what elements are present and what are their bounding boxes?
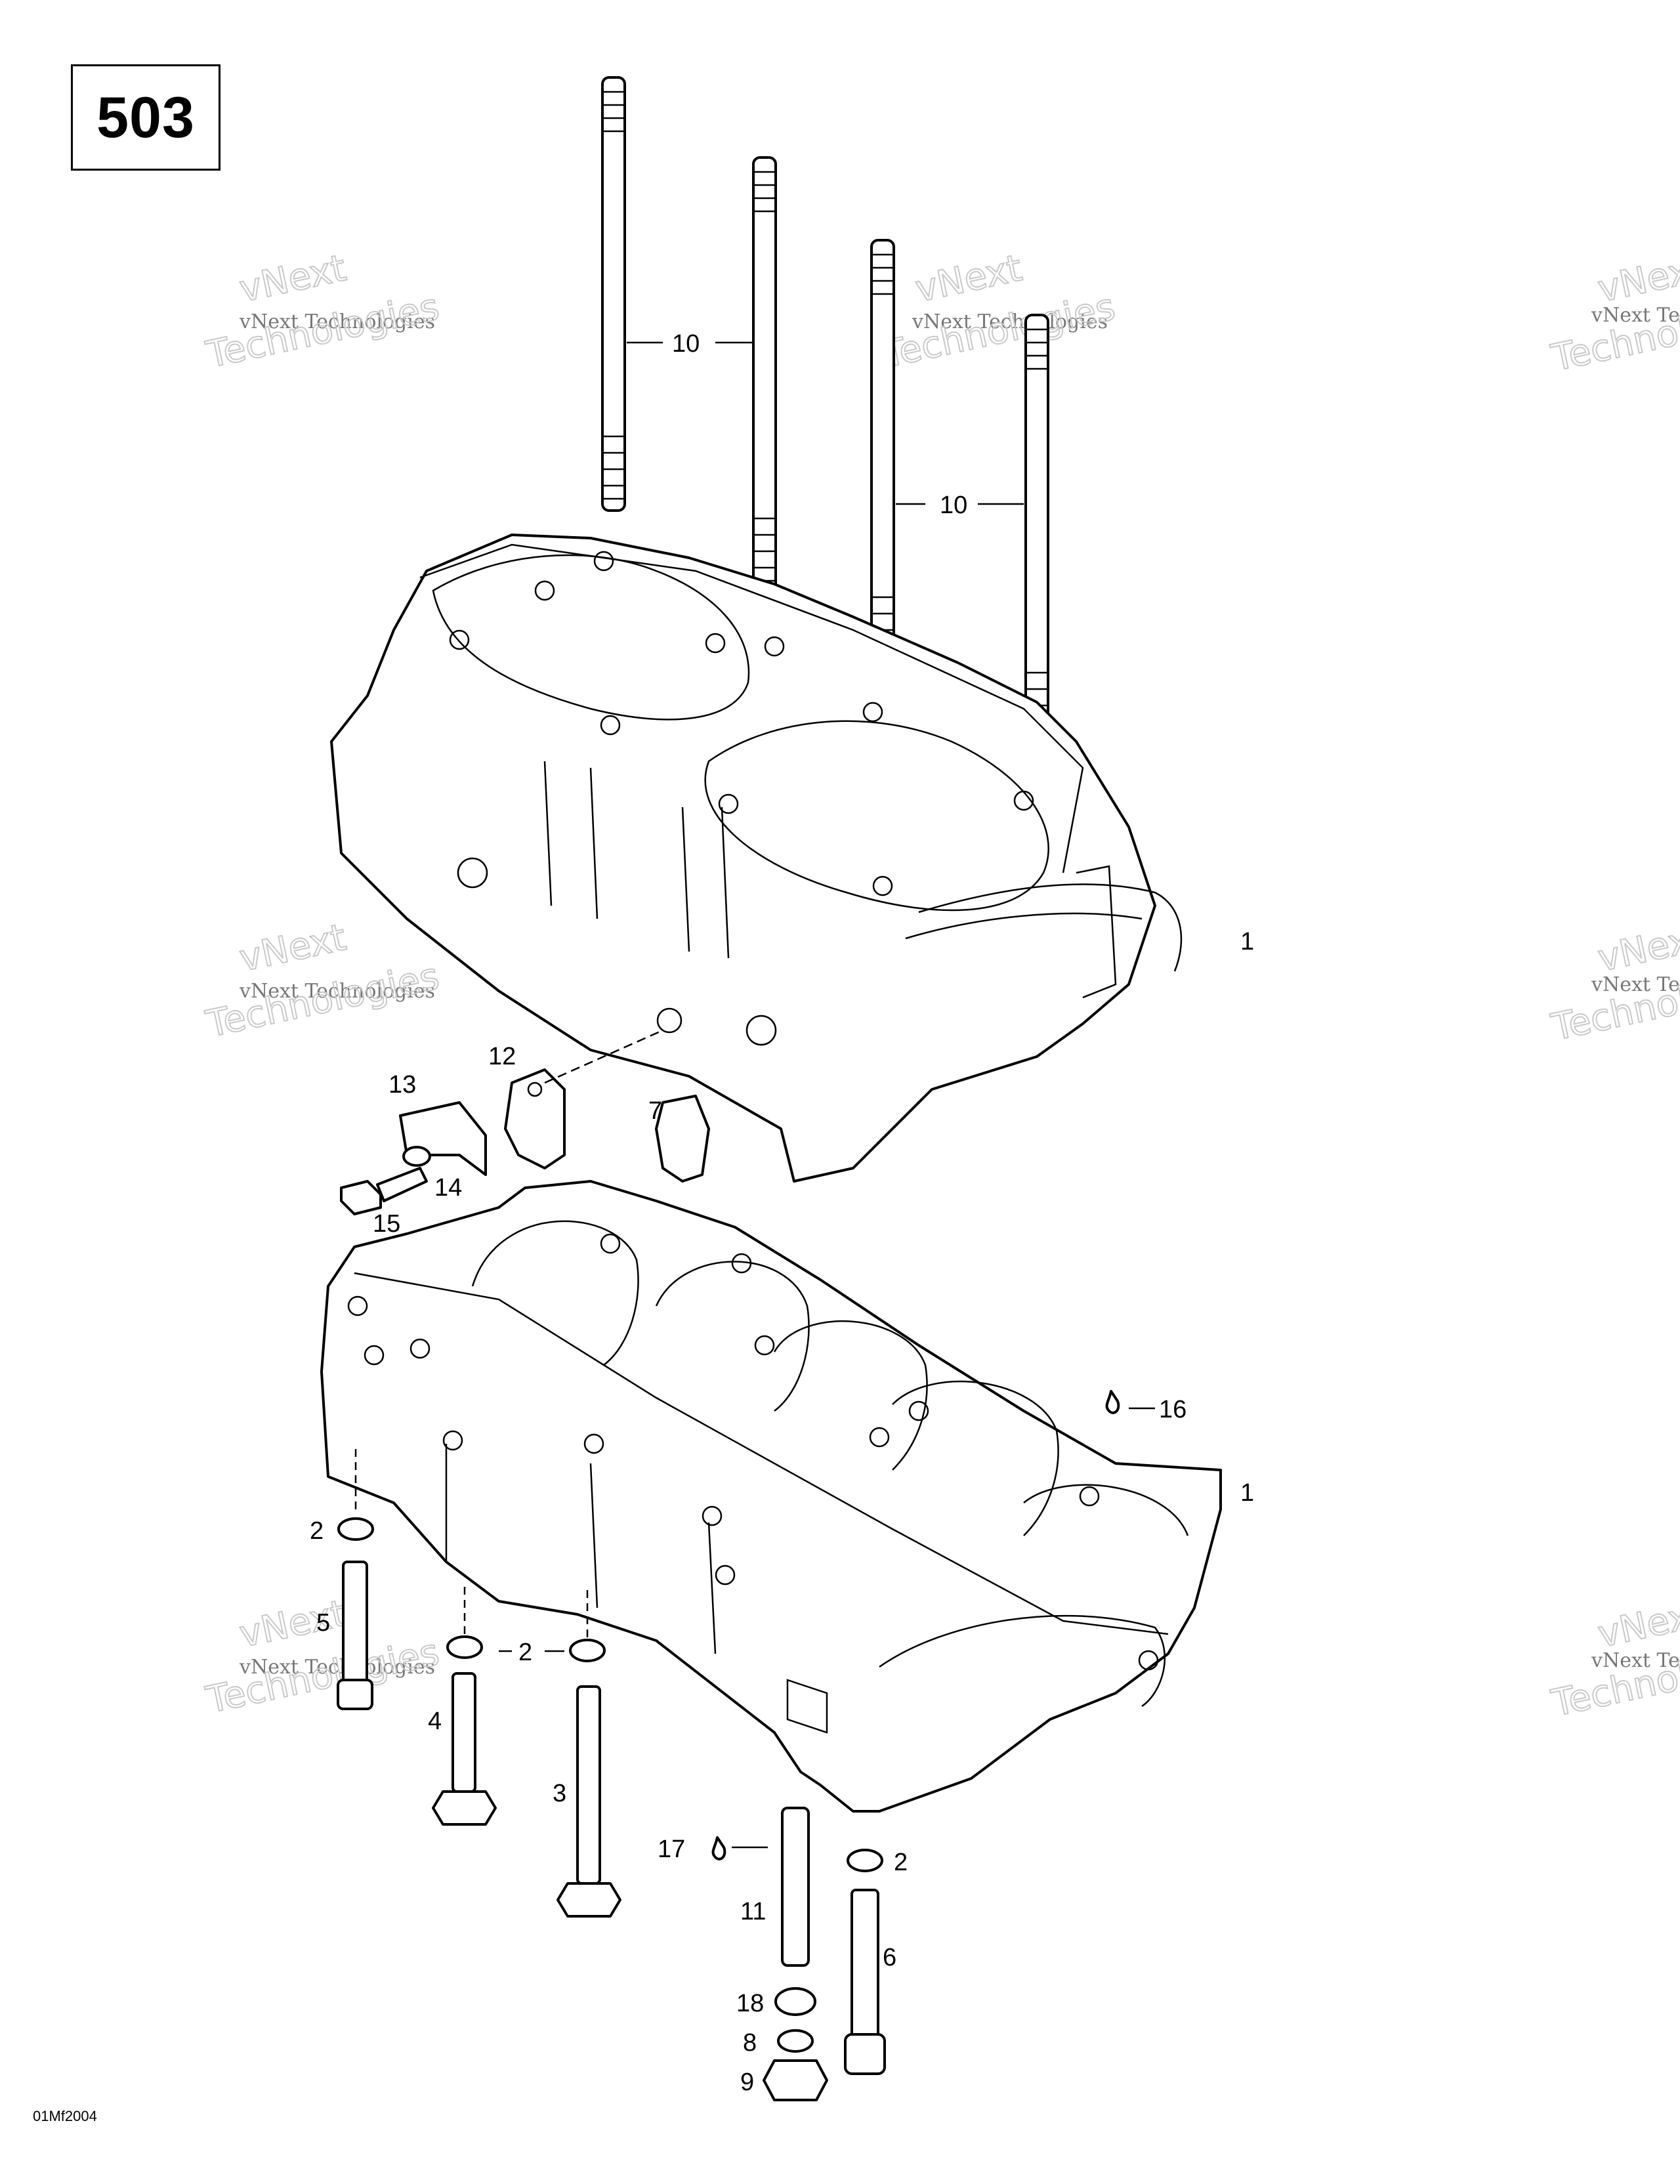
callout-2-mid: 2 — [518, 1639, 532, 1666]
callout-10-right: 10 — [940, 492, 967, 519]
watermark-top-left: vNext vNext Technologies Technologies — [201, 246, 443, 377]
callout-16: 16 — [1159, 1396, 1186, 1423]
svg-text:vNext: vNext — [1594, 247, 1680, 311]
sealant-drop-16 — [1105, 1390, 1120, 1414]
screw-5 — [342, 1561, 368, 1688]
callout-4: 4 — [428, 1708, 442, 1735]
callout-17: 17 — [658, 1836, 685, 1863]
callout-13: 13 — [388, 1071, 416, 1099]
washer-2-mid2 — [569, 1639, 606, 1662]
callout-7: 7 — [648, 1097, 662, 1125]
stud-1 — [601, 76, 626, 512]
callout-1-top: 1 — [1240, 928, 1254, 956]
sleeve-7 — [655, 1095, 710, 1183]
watermark-mid-right: vNext vNext Technologies Technologies — [1547, 915, 1680, 1050]
callout-2-right: 2 — [894, 1849, 908, 1876]
page-reference-box: 503 — [71, 64, 220, 171]
bolt-4 — [452, 1672, 476, 1793]
screw-6-head — [844, 2033, 886, 2075]
svg-text:vNext Technologies: vNext Technologies — [1591, 973, 1680, 996]
callout-3: 3 — [553, 1780, 566, 1807]
stud-2 — [752, 156, 777, 592]
callout-9: 9 — [740, 2068, 754, 2096]
page-reference-number: 503 — [96, 85, 195, 150]
upper-crankcase-half — [330, 534, 1183, 1183]
svg-text:vNext Technologies: vNext Technologies — [1591, 1649, 1680, 1672]
watermark-bottom-right: vNext vNext Technologies Technologies — [1547, 1591, 1680, 1726]
svg-text:vNext: vNext — [236, 247, 350, 311]
callout-10-left: 10 — [672, 330, 700, 358]
svg-text:vNext: vNext — [1594, 916, 1680, 980]
svg-text:vNext Technologies: vNext Technologies — [239, 1656, 435, 1679]
svg-text:vNext: vNext — [236, 916, 350, 980]
svg-text:vNext Technologies: vNext Technologies — [239, 310, 435, 333]
svg-text:vNext Technologies: vNext Technologies — [239, 980, 435, 1003]
svg-text:vNext: vNext — [236, 1592, 350, 1656]
screw-6 — [850, 1889, 879, 2042]
washer-8 — [777, 2029, 814, 2053]
sealant-drop-17 — [711, 1836, 726, 1860]
nut-9 — [763, 2059, 828, 2101]
lower-crankcase-half — [320, 1180, 1222, 1813]
fastener-group — [337, 1390, 1120, 2101]
svg-text:vNext Technologies: vNext Technologies — [1591, 304, 1680, 327]
callout-15: 15 — [373, 1210, 400, 1238]
callout-12: 12 — [488, 1043, 516, 1070]
bracket-12 — [504, 1068, 566, 1169]
callout-5: 5 — [316, 1609, 330, 1637]
callout-2-left: 2 — [310, 1517, 324, 1545]
stud-11 — [781, 1807, 810, 1967]
drawing-code-label: 01Mf2004 — [33, 2108, 97, 2124]
callout-18: 18 — [736, 1990, 764, 2017]
bolt-4-head — [432, 1790, 497, 1826]
callout-6: 6 — [883, 1944, 896, 1971]
svg-text:Technologies: Technologies — [202, 285, 442, 377]
small-parts-group — [340, 1029, 710, 1215]
washer-2-left — [337, 1517, 374, 1541]
washer-18 — [774, 1987, 816, 2016]
svg-text:Technologies: Technologies — [878, 285, 1118, 377]
svg-text:vNext: vNext — [912, 247, 1026, 311]
bolt-3 — [576, 1685, 601, 1885]
callout-1-bottom: 1 — [1240, 1479, 1254, 1507]
watermark-mid-left: vNext vNext Technologies Technologies — [201, 915, 443, 1047]
callout-labels: 1 1 2 2 2 3 4 5 6 7 8 9 10 10 11 12 13 1… — [310, 330, 1254, 2096]
callout-11: 11 — [740, 1898, 766, 1925]
bolt-3-head — [556, 1882, 621, 1918]
svg-text:vNext: vNext — [1594, 1592, 1680, 1656]
watermark-top-center: vNext vNext Technologies Technologies — [877, 246, 1119, 377]
washer-2-right — [847, 1849, 883, 1872]
bolt-15 — [340, 1167, 428, 1215]
screw-5-head — [337, 1679, 373, 1710]
leader-lines — [499, 341, 1155, 1849]
stud-4 — [1024, 314, 1049, 743]
callout-8: 8 — [743, 2029, 757, 2057]
stud-3 — [870, 239, 895, 668]
svg-text:Technologies: Technologies — [202, 955, 442, 1046]
washer-14 — [402, 1146, 431, 1167]
washer-2-mid — [446, 1635, 483, 1659]
svg-text:vNext Technologies: vNext Technologies — [912, 310, 1108, 333]
svg-text:Technologies: Technologies — [202, 1631, 442, 1722]
callout-14: 14 — [434, 1174, 462, 1202]
watermark-top-right: vNext vNext Technologies Technologies — [1547, 246, 1680, 381]
